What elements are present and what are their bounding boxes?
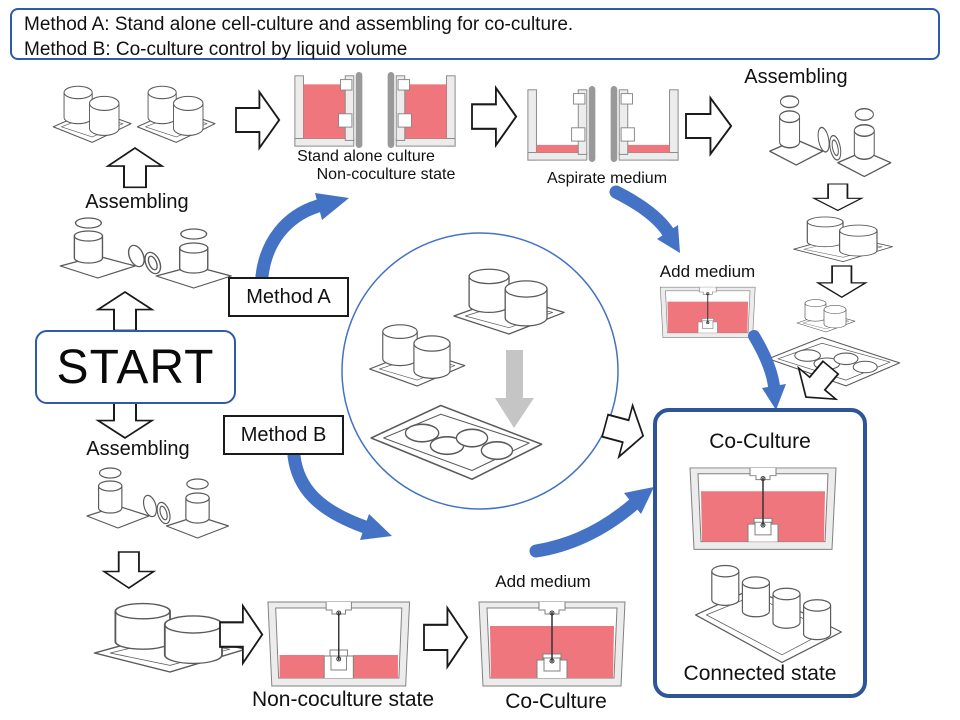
method-a-arrow <box>255 199 325 283</box>
assembling-label-top-right: Assembling <box>744 66 848 88</box>
down-arrow-bottom-left <box>103 551 155 589</box>
assembling-label-top-left: Assembling <box>85 191 189 213</box>
device-pair-right <box>793 216 893 263</box>
down-arrow-below-start <box>97 399 153 439</box>
vessels-aspirate-medium <box>527 85 679 163</box>
vessel-non-coculture-bottom <box>267 601 411 687</box>
add-medium-bottom-label: Add medium <box>495 572 591 591</box>
method-b-label: Method B <box>240 423 327 446</box>
vessel-coculture-bottom <box>478 601 626 687</box>
stand-alone-culture-label: Stand alone culture <box>297 148 435 165</box>
co-culture-box: Co-Culture Connected state <box>653 408 867 698</box>
device-pair-top-left <box>52 85 216 143</box>
blue-flow-arrows <box>255 185 786 558</box>
assembling-label-mid-left: Assembling <box>86 438 190 460</box>
right-arrow-to-standalone <box>235 91 281 149</box>
exploded-device-top-right <box>768 95 892 178</box>
start-box: START <box>35 330 236 404</box>
insert-down-arrow-gray <box>495 350 534 428</box>
up-arrow-top-left <box>107 147 163 189</box>
method-a-box: Method A <box>228 277 349 317</box>
method-a-label: Method A <box>246 285 331 308</box>
method-b-box: Method B <box>223 415 344 455</box>
right-arrow-to-assembling-right <box>685 97 733 155</box>
central-assembly-circle <box>341 232 619 510</box>
add-medium-right-label: Add medium <box>659 262 756 281</box>
right-arrow-to-aspirate <box>470 86 518 147</box>
coculture-to-box-arrow <box>529 497 641 558</box>
exploded-device-top-left <box>59 217 232 289</box>
co-culture-box-title: Co-Culture <box>709 430 811 453</box>
header-line-1: Method A: Stand alone cell-culture and a… <box>24 14 574 35</box>
connected-state-label: Connected state <box>683 662 837 685</box>
header-line-2: Method B: Co-culture control by liquid v… <box>24 39 408 60</box>
up-arrow-above-start <box>97 291 153 332</box>
aspirate-medium-label: Aspirate medium <box>546 170 668 187</box>
method-b-arrow <box>287 449 372 534</box>
non-coculture-state-bottom-label: Non-coculture state <box>251 688 435 711</box>
vessel-add-medium-right <box>659 286 756 339</box>
header-box: Method A: Stand alone cell-culture and a… <box>10 8 940 60</box>
start-label: START <box>56 340 215 394</box>
aspirate-to-add-medium-arrow <box>609 185 675 239</box>
vessels-standalone-culture <box>294 71 456 149</box>
down-arrow-right-1 <box>813 183 863 212</box>
exploded-device-bottom-left <box>86 467 230 539</box>
down-arrow-right-2 <box>817 265 867 299</box>
right-arrow-to-coculture-bottom <box>422 606 469 668</box>
non-coculture-state-top-label: Non-coculture state <box>316 166 456 183</box>
add-medium-to-box-arrow <box>748 330 780 392</box>
co-culture-bottom-label: Co-Culture <box>505 690 607 713</box>
